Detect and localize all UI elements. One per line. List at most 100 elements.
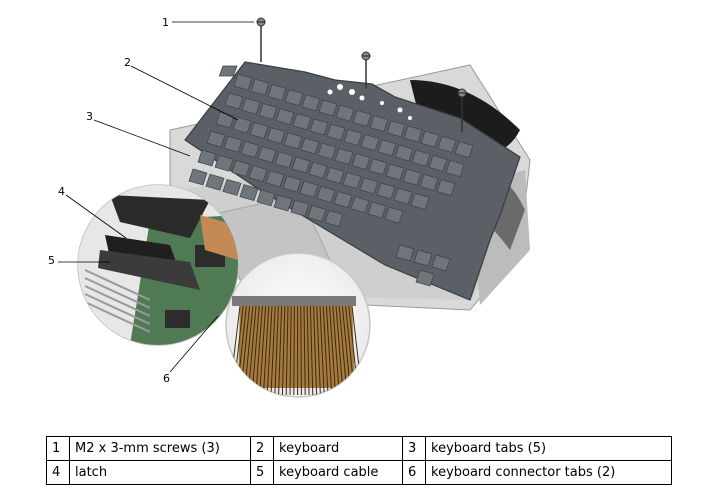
- legend-table: 1 M2 x 3-mm screws (3) 2 keyboard 3 keyb…: [46, 436, 672, 485]
- cable-conductor: [266, 305, 273, 396]
- keyboard-key: [343, 128, 363, 146]
- keyboard-key: [436, 179, 456, 197]
- cable-conductor: [309, 305, 314, 396]
- keyboard-key: [282, 175, 302, 193]
- cable-conductor: [325, 305, 333, 396]
- cable-conductor: [306, 305, 310, 396]
- keyboard-key: [431, 254, 451, 272]
- keyboard-key: [324, 210, 344, 228]
- callout-4: 4: [58, 185, 127, 239]
- keyboard-key: [325, 166, 345, 184]
- cable-conductor: [316, 305, 321, 396]
- callout-2: 2: [124, 56, 239, 121]
- keyboard-key: [231, 159, 251, 177]
- keyboard-key: [326, 123, 346, 141]
- cable-conductor: [319, 305, 325, 396]
- keyboard-key: [420, 130, 440, 148]
- keyboard-key: [377, 139, 397, 157]
- legend-row: 4 latch 5 keyboard cable 6 keyboard conn…: [46, 460, 672, 485]
- keyboard-key: [352, 109, 372, 127]
- keyboard-key: [300, 137, 320, 155]
- keyboard-key: [318, 99, 338, 117]
- keyboard-key: [214, 154, 234, 172]
- legend-number: 1: [46, 436, 70, 461]
- keyboard-key: [376, 182, 396, 200]
- legend-label: keyboard connector tabs (2): [425, 460, 672, 485]
- keyboard-key: [395, 244, 415, 262]
- keyboard-key: [240, 140, 260, 158]
- keyboard-key: [258, 102, 278, 120]
- cable-conductor: [335, 305, 344, 396]
- legend-label: latch: [69, 460, 251, 485]
- keyboard-key: [241, 97, 261, 115]
- keyboard-key: [222, 178, 242, 196]
- svg-text:5: 5: [48, 254, 55, 267]
- keyboard-key: [359, 177, 379, 195]
- cable-conductor: [251, 305, 260, 396]
- cable-conductor: [293, 305, 295, 396]
- keyboard-key: [301, 94, 321, 112]
- keyboard-key: [369, 115, 389, 133]
- keyboard-key: [249, 121, 269, 139]
- keyboard-key: [308, 161, 328, 179]
- keyboard-key: [333, 191, 353, 209]
- cable-conductor: [313, 305, 318, 396]
- callout-5: 5: [48, 254, 110, 267]
- callout-6: 6: [163, 315, 219, 385]
- legend-label: M2 x 3-mm screws (3): [69, 436, 251, 461]
- cable-conductor: [281, 305, 286, 396]
- keyboard-key: [206, 130, 226, 148]
- keyboard-key: [367, 201, 387, 219]
- svg-text:2: 2: [124, 56, 131, 69]
- keyboard-key: [250, 78, 270, 96]
- cable-conductor: [332, 305, 340, 396]
- svg-text:6: 6: [163, 372, 170, 385]
- keyboard-key: [335, 104, 355, 122]
- keyboard-key: [454, 141, 474, 159]
- legend-label: keyboard tabs (5): [425, 436, 672, 461]
- keyboard-key: [393, 187, 413, 205]
- keyboard-key: [307, 204, 327, 222]
- keyboard-key: [402, 168, 422, 186]
- keyboard-key: [274, 151, 294, 169]
- keyboard-key: [386, 120, 406, 138]
- keyboard-key: [413, 249, 433, 267]
- cable-conductor: [289, 305, 292, 396]
- legend-label: keyboard cable: [273, 460, 403, 485]
- keyboard-key: [410, 192, 430, 210]
- keyboard-key: [205, 173, 225, 191]
- svg-text:4: 4: [58, 185, 65, 198]
- keyboard-key: [403, 125, 423, 143]
- keyboard-key: [394, 144, 414, 162]
- keyboard: [184, 61, 521, 301]
- keyboard-key: [411, 149, 431, 167]
- keyboard-key: [350, 196, 370, 214]
- keyboard-key: [266, 127, 286, 145]
- keyboard-key: [233, 73, 253, 91]
- keyboard-key: [342, 172, 362, 190]
- latch-detail-inset: [77, 184, 239, 346]
- keyboard-key: [290, 199, 310, 217]
- cable-conductor: [262, 305, 270, 396]
- function-row-markings: [327, 84, 412, 120]
- svg-text:3: 3: [86, 110, 93, 123]
- keyboard-key: [317, 142, 337, 160]
- keyboard-key: [385, 163, 405, 181]
- screw: [457, 88, 467, 132]
- keyboard-key: [368, 158, 388, 176]
- legend-label: keyboard: [273, 436, 403, 461]
- keyboard-key: [309, 118, 329, 136]
- cable-conductor: [270, 305, 276, 396]
- keyboard-key: [239, 184, 259, 202]
- keyboard-key: [299, 180, 319, 198]
- keyboard-key: [265, 170, 285, 188]
- keyboard-key: [419, 173, 439, 191]
- svg-text:1: 1: [162, 16, 169, 29]
- keyboard-key: [437, 135, 457, 153]
- keyboard-key: [223, 135, 243, 153]
- cable-conductor: [300, 305, 302, 396]
- keyboard-key: [257, 146, 277, 164]
- keyboard-key: [384, 206, 404, 224]
- cable-conductor: [259, 305, 267, 396]
- keyboard-key: [267, 83, 287, 101]
